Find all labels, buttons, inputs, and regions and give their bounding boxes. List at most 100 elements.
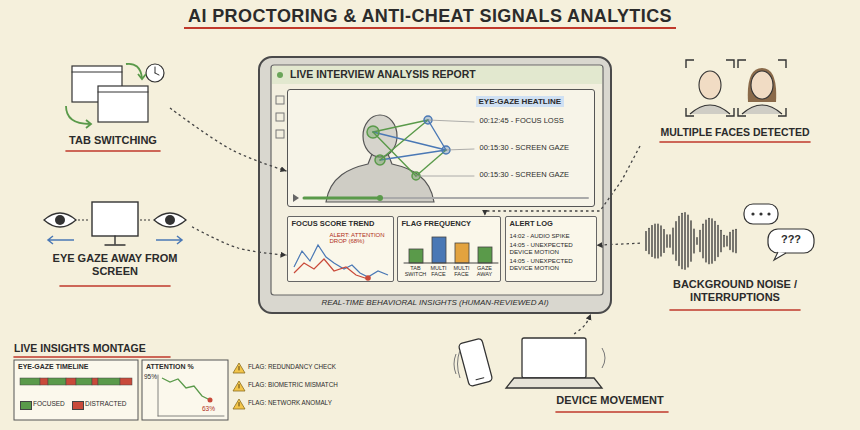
underline: [670, 309, 800, 311]
warning-icon: [233, 363, 245, 373]
bubble-dot: [759, 212, 762, 215]
wave-stroke: [708, 218, 709, 263]
monitor-icon: [92, 202, 138, 236]
direction-arrow: [48, 236, 74, 244]
node-heading: FLAG FREQUENCY: [402, 220, 498, 229]
face-frame: [686, 60, 734, 116]
wave-stroke: [693, 229, 694, 253]
direction-arrow: [156, 236, 182, 244]
wave-stroke: [657, 224, 658, 258]
monitor-stand: [114, 236, 115, 244]
wave-stroke: [663, 230, 664, 253]
underline: [60, 285, 170, 287]
wave-stroke: [672, 228, 673, 254]
wave-stroke: [705, 220, 706, 262]
wave-stroke: [660, 226, 661, 256]
window-bar: [72, 72, 122, 73]
node-heading: EYE GAZE AWAY FROM SCREEN: [40, 252, 190, 277]
wave-stroke: [648, 228, 649, 253]
face-shoulders: [690, 105, 730, 114]
tablet-bezel: [258, 56, 612, 314]
node-text: ATTENTION %: [146, 363, 226, 371]
timeline-segment: [76, 378, 92, 385]
signal-icon: ??? BACKGROUND NOISE / INTERRUPTIONS: [640, 196, 832, 314]
node-heading: ???: [768, 233, 814, 246]
node-text: 14:05 - UNEXPECTED DEVICE MOTION: [510, 241, 594, 255]
wave-stroke: [687, 215, 688, 267]
node-text: FLAG: BIOMETRIC MISMATCH: [248, 381, 338, 388]
sidebar-icon: [276, 130, 284, 138]
title-row: AI PROCTORING & ANTI-CHEAT SIGNALS ANALY…: [0, 6, 860, 27]
legend-swatch: [72, 401, 84, 410]
gaze-line: [380, 120, 428, 160]
underline: [660, 141, 810, 143]
gaze-dash: [78, 220, 152, 221]
node-text: 95%: [144, 373, 164, 380]
timeline-segment: [66, 378, 76, 385]
wave-stroke: [702, 224, 703, 257]
face-hair: [748, 68, 776, 102]
bubble-dot: [751, 212, 754, 215]
node-heading: EYE-GAZE HEATLINE: [476, 96, 565, 107]
axis-line: [404, 262, 498, 263]
speech-bubble: [768, 229, 814, 253]
face-shoulders: [742, 105, 782, 114]
underline: [556, 411, 668, 413]
laptop-screen: [522, 338, 586, 378]
dotted-connector: [192, 227, 287, 255]
sidebar-icon: [276, 96, 284, 104]
timeline-segment: [92, 378, 98, 385]
bubble-tail: [774, 252, 786, 260]
dotted-connector: [574, 314, 591, 334]
wave-stroke: [711, 219, 712, 263]
progress-fill: [304, 196, 380, 199]
wave-stroke: [654, 224, 655, 258]
axis-line: [158, 375, 159, 416]
wave-stroke: [735, 229, 736, 252]
sidebar-icon: [276, 113, 284, 121]
node-text: MULTI FACE: [427, 265, 451, 278]
wave-stroke: [690, 221, 691, 261]
warning-mark: [239, 385, 240, 389]
phone-body: [458, 338, 493, 387]
attention-box: [142, 360, 228, 420]
chart-panel: FOCUS SCORE TRENDALERT: ATTENTION DROP (…: [287, 216, 394, 282]
timeline-segment: [120, 378, 132, 385]
switch-arrow-head: [138, 74, 146, 79]
wave-stroke: [729, 233, 730, 250]
wave-stroke: [717, 225, 718, 256]
clock-hand: [155, 73, 159, 75]
timeline-segment: [98, 378, 120, 385]
node-text: MULTI FACE: [450, 265, 474, 278]
node-text: BACKGROUND NOISE / INTERRUPTIONS: [640, 278, 830, 303]
trend-line: [294, 245, 388, 277]
node-text: EYE-GAZE TIMELINE: [18, 363, 134, 371]
signal-icon: MULTIPLE FACES DETECTED: [640, 56, 832, 156]
eye-iris: [165, 215, 175, 225]
legend-text: DISTRACTED: [85, 400, 127, 407]
bubble-dot: [767, 212, 770, 215]
motion-arc: [602, 348, 605, 368]
status-dot: [277, 72, 283, 78]
dotted-connector: [597, 243, 641, 245]
underline: [66, 150, 160, 152]
node-text: FLAG: REDUNDANCY CHECK: [248, 363, 338, 370]
wave-stroke: [666, 235, 667, 247]
montage-panel: LIVE INSIGHTS MONTAGEEYE-GAZE TIMELINEAT…: [10, 342, 340, 424]
bar: [478, 247, 492, 263]
gaze-line: [416, 150, 446, 176]
face-frame: [738, 60, 786, 116]
node-art: [640, 56, 832, 156]
leader-line: [428, 120, 474, 122]
node-heading: ALERT LOG: [510, 220, 594, 229]
node-text: GAZE AWAY: [473, 265, 497, 278]
wave-stroke: [681, 213, 682, 268]
chart-panel: FLAG FREQUENCYTAB SWITCHMULTI FACEMULTI …: [397, 216, 501, 282]
laptop-base: [506, 378, 602, 388]
face-head: [699, 71, 721, 99]
alert-dot: [365, 275, 371, 281]
node-art: [40, 198, 192, 294]
switch-arrow-head: [86, 120, 91, 128]
phone-icon: [458, 338, 493, 387]
